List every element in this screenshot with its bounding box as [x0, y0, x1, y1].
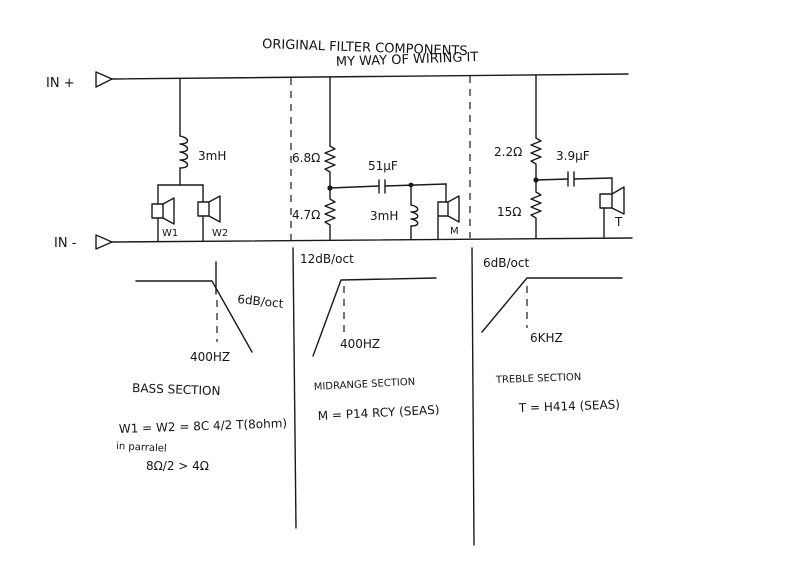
treble-resistor-top-value: 2.2Ω [494, 145, 522, 159]
woofer-w2-icon [197, 195, 221, 223]
bass-section-title: BASS SECTION [132, 381, 221, 398]
treble-capacitor-icon [567, 171, 575, 187]
mid-note: M = P14 RCY (SEAS) [317, 403, 439, 423]
treble-resistor-bottom-icon [530, 179, 542, 239]
mid-resistor-bottom-value: 4.7Ω [292, 208, 320, 222]
bass-inductor-icon [179, 135, 189, 169]
mid-response-curve [312, 277, 437, 357]
input-plus-terminal-icon [95, 71, 113, 88]
mid-series-wire-a [329, 185, 380, 189]
mid-capacitor-value: 51µF [368, 159, 398, 173]
mid-slope-label: 12dB/oct [300, 252, 354, 266]
rail-plus-label: IN + [46, 76, 75, 91]
treble-resistor-top-icon [530, 137, 542, 179]
midrange-driver-label: M [450, 226, 459, 237]
mid-inductor-icon [410, 204, 419, 227]
mid-resistor-top-icon [324, 145, 336, 187]
negative-rail [111, 237, 633, 243]
mid-capacitor-icon [378, 179, 386, 194]
mid-resistor-bottom-icon [324, 187, 336, 241]
tweeter-driver-label: T [614, 215, 623, 229]
positive-rail [111, 73, 629, 80]
mid-section-title: MIDRANGE SECTION [314, 377, 416, 393]
bass-note-2: in parralel [116, 441, 167, 455]
separator-mid-treble-lower [471, 247, 475, 546]
treble-resistor-bottom-value: 15Ω [497, 205, 521, 219]
mid-resistor-top-value: 6.8Ω [292, 151, 320, 165]
bass-inductor-value: 3mH [198, 149, 226, 163]
treble-slope-label: 6dB/oct [483, 256, 529, 270]
mid-inductor-value: 3mH [370, 209, 398, 223]
treble-note: T = H414 (SEAS) [518, 397, 621, 415]
bass-note-1: W1 = W2 = 8C 4/2 T(8ohm) [119, 416, 288, 436]
title-line-1: ORIGINAL FILTER COMPONENTS [262, 37, 468, 59]
treble-section-title: TREBLE SECTION [495, 372, 582, 386]
bass-freq-label: 400HZ [190, 350, 230, 364]
input-minus-terminal-icon [95, 234, 113, 250]
mid-series-wire-b [384, 183, 447, 187]
title-line-2: MY WAY OF WIRING IT [336, 50, 479, 70]
rail-minus-label: IN - [54, 236, 77, 251]
treble-capacitor-value: 3.9µF [556, 149, 590, 163]
treble-response-curve [481, 277, 623, 333]
tweeter-driver-icon [599, 186, 625, 215]
treble-series-wire-b [573, 177, 613, 180]
midrange-driver-icon [437, 195, 460, 223]
mid-freq-label: 400HZ [340, 337, 380, 351]
bass-slope-label: 6dB/oct [237, 292, 285, 311]
treble-freq-label: 6KHZ [530, 331, 563, 345]
woofer-w1-label: W1 [162, 228, 178, 239]
woofer-w2-label: W2 [212, 228, 228, 239]
treble-series-wire-a [535, 178, 569, 181]
woofer-w1-icon [151, 197, 175, 225]
separator-bass-mid-lower [292, 247, 297, 529]
bass-response-curve [135, 280, 253, 353]
bass-note-3: 8Ω/2 > 4Ω [146, 459, 209, 473]
